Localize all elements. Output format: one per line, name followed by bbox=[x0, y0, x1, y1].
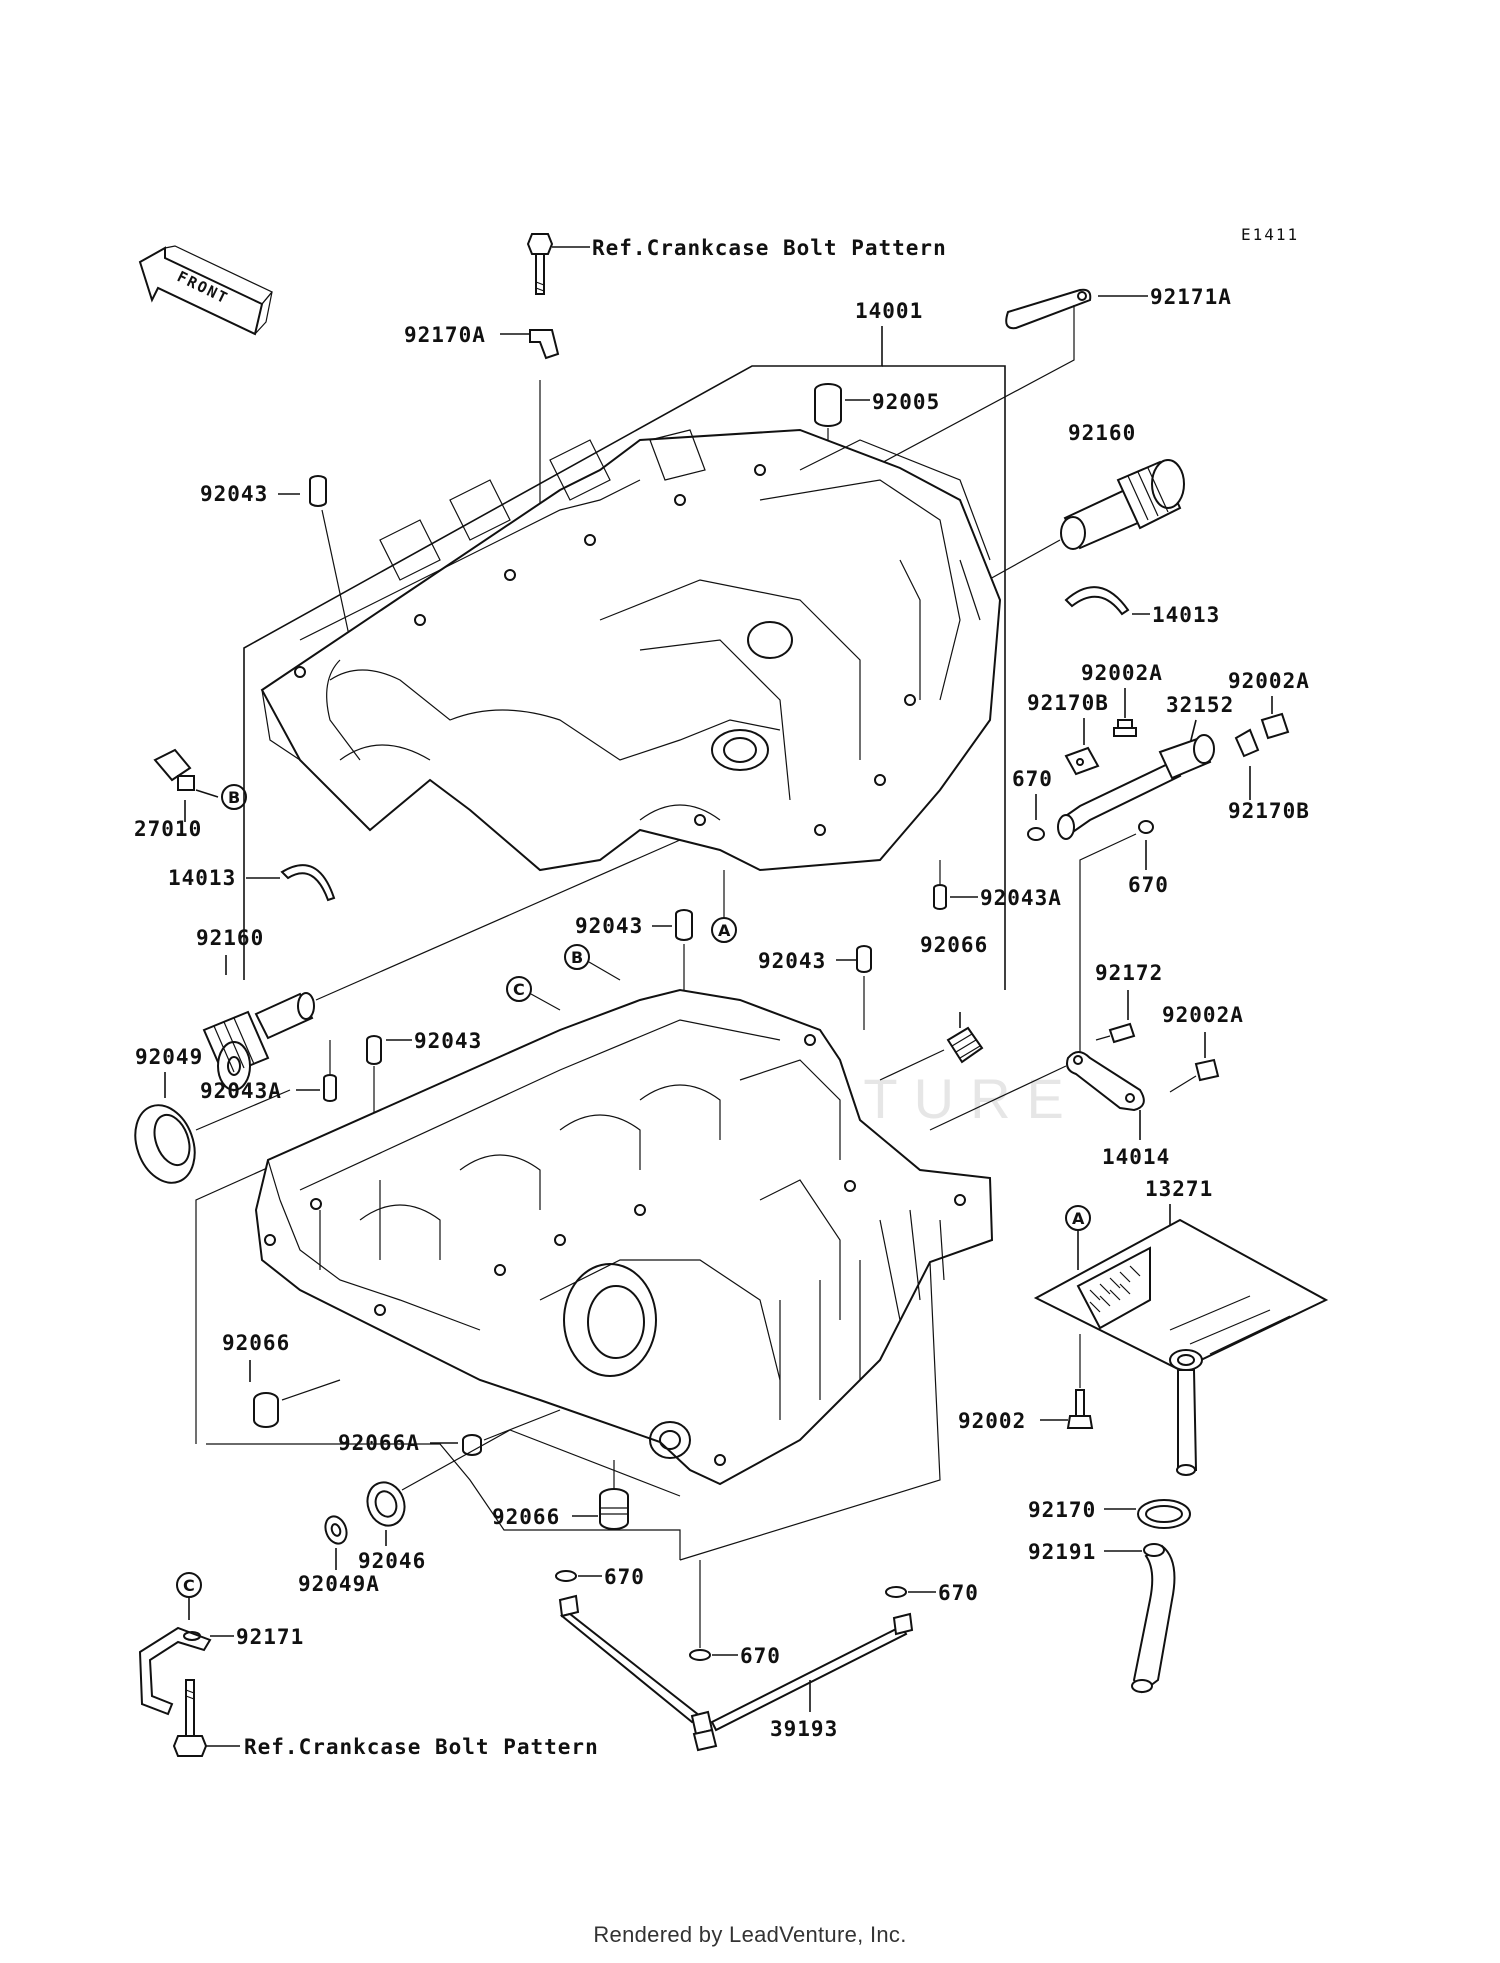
oring-670-c bbox=[689, 1649, 711, 1661]
bracket-92171 bbox=[138, 1626, 212, 1716]
label-92170: 92170 bbox=[1028, 1498, 1096, 1522]
ref-A-screen: A bbox=[1072, 1209, 1085, 1228]
label-92043A-left: 92043A bbox=[200, 1079, 282, 1103]
clamp-92170 bbox=[1137, 1499, 1191, 1529]
clamp-92170B-left bbox=[1064, 746, 1100, 776]
label-92005: 92005 bbox=[872, 390, 940, 414]
ref-B-lower: B bbox=[571, 948, 583, 967]
label-92049: 92049 bbox=[135, 1045, 203, 1069]
hose-pipe bbox=[1176, 1369, 1198, 1476]
plug-92066-left bbox=[253, 1392, 279, 1428]
dowel-92043-mid2 bbox=[856, 945, 872, 973]
plate-92171A bbox=[1005, 288, 1092, 330]
label-92066-top: 92066 bbox=[920, 933, 988, 957]
dowel-92043-top bbox=[309, 475, 327, 507]
upper-crankcase bbox=[260, 428, 1002, 872]
oring-670-a bbox=[555, 1570, 577, 1582]
bearing-14013-right bbox=[1064, 586, 1130, 616]
oil-pipe-39193 bbox=[558, 1594, 914, 1752]
label-670-left: 670 bbox=[1012, 767, 1053, 791]
dowel-92043A-right bbox=[933, 884, 947, 910]
diagram-code: E1411 bbox=[1241, 225, 1299, 244]
ref-C-lower: C bbox=[513, 980, 525, 999]
label-670-b: 670 bbox=[938, 1581, 979, 1605]
label-92043-mid2: 92043 bbox=[758, 949, 826, 973]
dowel-92043-mid bbox=[675, 909, 693, 941]
label-92170B-left: 92170B bbox=[1027, 691, 1109, 715]
plug-92066-top bbox=[946, 1026, 984, 1064]
label-92171: 92171 bbox=[236, 1625, 304, 1649]
label-92170A: 92170A bbox=[404, 323, 486, 347]
bolt-92002A-right bbox=[1260, 712, 1290, 740]
oring-670-left bbox=[1027, 827, 1045, 841]
label-14001: 14001 bbox=[855, 299, 923, 323]
oring-670-b bbox=[885, 1586, 907, 1598]
plug-92066A bbox=[462, 1434, 482, 1456]
plug-92066-bottom bbox=[599, 1488, 629, 1530]
bolt-92002 bbox=[1066, 1389, 1094, 1429]
label-92160-left: 92160 bbox=[196, 926, 264, 950]
label-92043-top: 92043 bbox=[200, 482, 268, 506]
clamp-92170A bbox=[529, 329, 560, 360]
label-92043-mid: 92043 bbox=[575, 914, 643, 938]
ref-crankcase-bolt-pattern-bottom: Ref.Crankcase Bolt Pattern bbox=[244, 1735, 599, 1759]
label-92043A-right: 92043A bbox=[980, 886, 1062, 910]
dowel-92043-low bbox=[366, 1035, 382, 1065]
label-92171A: 92171A bbox=[1150, 285, 1232, 309]
ref-C-bracket: C bbox=[183, 1576, 195, 1595]
top-bolt bbox=[526, 233, 554, 295]
label-92049A: 92049A bbox=[298, 1572, 380, 1596]
bolt-92002A-mid bbox=[1113, 719, 1137, 737]
label-14013-left: 14013 bbox=[168, 866, 236, 890]
label-32152: 32152 bbox=[1166, 693, 1234, 717]
credit-footer: Rendered by LeadVenture, Inc. bbox=[593, 1922, 907, 1947]
washer-92049A bbox=[324, 1515, 348, 1545]
ref-B-27010: B bbox=[228, 788, 240, 807]
strainer-13271 bbox=[1033, 1218, 1329, 1372]
bearing-92046 bbox=[366, 1481, 406, 1527]
shaft-92160-left bbox=[202, 992, 315, 1091]
switch-27010 bbox=[153, 748, 195, 791]
label-92002: 92002 bbox=[958, 1409, 1026, 1433]
seal-92049 bbox=[134, 1104, 196, 1184]
plate-14014 bbox=[1066, 1051, 1145, 1112]
label-39193: 39193 bbox=[770, 1717, 838, 1741]
hose-92191 bbox=[1131, 1543, 1176, 1694]
label-92160-top: 92160 bbox=[1068, 421, 1136, 445]
bolt-92002A-low bbox=[1169, 1058, 1220, 1093]
label-92191: 92191 bbox=[1028, 1540, 1096, 1564]
screw-92172 bbox=[1095, 1022, 1136, 1044]
shaft-92160-top bbox=[1060, 459, 1185, 550]
bolt-bottom-ref bbox=[172, 1679, 208, 1757]
pipe-32152 bbox=[1057, 728, 1260, 840]
label-92002A-low: 92002A bbox=[1162, 1003, 1244, 1027]
label-670-c: 670 bbox=[740, 1644, 781, 1668]
label-92172: 92172 bbox=[1095, 961, 1163, 985]
dowel-92043A-left bbox=[323, 1074, 337, 1102]
bearing-14013-left bbox=[280, 864, 336, 902]
label-92170B-right: 92170B bbox=[1228, 799, 1310, 823]
label-27010: 27010 bbox=[134, 817, 202, 841]
label-92043-low: 92043 bbox=[414, 1029, 482, 1053]
oring-670-right bbox=[1138, 820, 1154, 834]
label-92066A: 92066A bbox=[338, 1431, 420, 1455]
ref-crankcase-bolt-pattern-top: Ref.Crankcase Bolt Pattern bbox=[592, 236, 947, 260]
label-92046: 92046 bbox=[358, 1549, 426, 1573]
label-92002A-right: 92002A bbox=[1228, 669, 1310, 693]
label-92002A-mid: 92002A bbox=[1081, 661, 1163, 685]
label-14013-right: 14013 bbox=[1152, 603, 1220, 627]
label-14014: 14014 bbox=[1102, 1145, 1170, 1169]
label-92066-left: 92066 bbox=[222, 1331, 290, 1355]
lower-crankcase bbox=[254, 988, 994, 1486]
label-13271: 13271 bbox=[1145, 1177, 1213, 1201]
dowel-92005 bbox=[814, 383, 842, 427]
label-670-right: 670 bbox=[1128, 873, 1169, 897]
label-92066-bottom: 92066 bbox=[492, 1505, 560, 1529]
label-670-a: 670 bbox=[604, 1565, 645, 1589]
ref-A-center: A bbox=[718, 921, 731, 940]
front-arrow-icon: FRONT bbox=[138, 245, 273, 336]
